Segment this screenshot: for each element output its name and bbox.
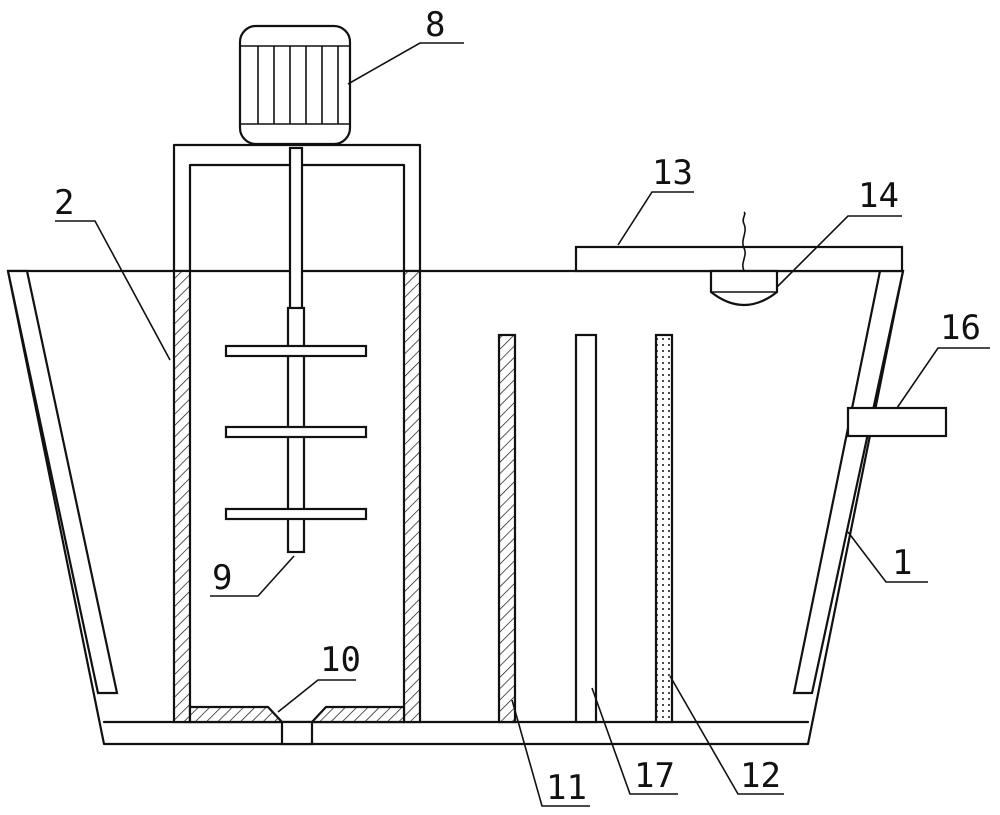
label-12: 12 bbox=[740, 756, 781, 796]
label-1: 1 bbox=[892, 543, 912, 583]
stirrer bbox=[224, 146, 368, 554]
baffle-11 bbox=[497, 333, 517, 724]
baffle-17 bbox=[574, 333, 598, 724]
label-16: 16 bbox=[940, 308, 981, 348]
label-2: 2 bbox=[54, 183, 74, 223]
label-17: 17 bbox=[634, 756, 675, 796]
part-labels: 2 8 9 10 13 14 16 1 11 17 12 bbox=[54, 5, 981, 808]
label-13: 13 bbox=[652, 153, 693, 193]
discharge-outlet bbox=[280, 720, 314, 746]
label-14: 14 bbox=[858, 176, 899, 216]
leader-lines bbox=[55, 42, 990, 807]
motor bbox=[238, 24, 352, 146]
tank-body bbox=[6, 269, 905, 746]
label-9: 9 bbox=[212, 558, 232, 598]
outlet-pipe bbox=[846, 406, 948, 438]
sensor bbox=[709, 211, 779, 306]
mixing-chamber bbox=[172, 269, 422, 724]
label-8: 8 bbox=[425, 5, 445, 45]
label-11: 11 bbox=[546, 768, 587, 808]
baffle-12 bbox=[654, 333, 674, 724]
cover-plate bbox=[574, 245, 904, 273]
label-10: 10 bbox=[320, 640, 361, 680]
